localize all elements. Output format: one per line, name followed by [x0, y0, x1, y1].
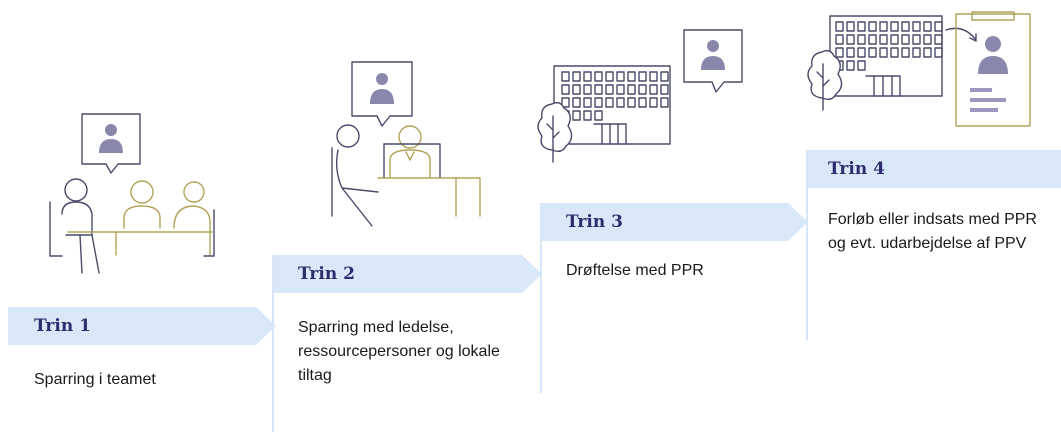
building-icon — [829, 15, 943, 97]
team-meeting-illustration — [49, 113, 215, 274]
step-3-description: Drøftelse med PPR — [566, 262, 704, 279]
clipboard-document-icon — [955, 11, 1031, 127]
speech-bubble-icon — [351, 61, 413, 127]
step-2-description: Sparring med ledelse, ressourcepersoner … — [298, 319, 500, 384]
step-2-title: Trin 2 — [298, 264, 355, 284]
speech-bubble-icon — [683, 29, 743, 93]
step-2-arrow — [274, 255, 542, 293]
person-middle-icon — [123, 180, 161, 229]
step-3-arrow — [542, 203, 808, 241]
step-3-connector-line — [540, 203, 542, 393]
speech-bubble-icon — [81, 113, 141, 174]
desk — [377, 177, 481, 217]
step-1-description: Sparring i teamet — [34, 371, 156, 388]
ppr-building-illustration — [537, 29, 743, 163]
leadership-meeting-illustration — [331, 61, 481, 227]
person-right-icon — [173, 181, 211, 256]
step-1-title: Trin 1 — [34, 316, 91, 336]
person-left-icon — [61, 178, 100, 274]
tree-icon — [807, 49, 843, 111]
step-4-description: Forløb eller indsats med PPR og evt. uda… — [828, 211, 1037, 252]
transfer-arrow-icon — [945, 27, 977, 42]
meeting-table — [67, 231, 213, 256]
step-4-connector-line — [806, 150, 808, 340]
step-4-title: Trin 4 — [828, 159, 885, 179]
step-3-title: Trin 3 — [566, 212, 623, 232]
person-seated-icon — [331, 124, 379, 227]
tree-icon — [537, 101, 573, 163]
leader-at-desk-icon — [383, 125, 441, 179]
step-4-arrow — [808, 150, 1061, 188]
step-2-connector-line — [272, 255, 274, 432]
ppv-document-illustration — [807, 11, 1031, 127]
step-1-arrow — [8, 307, 276, 345]
